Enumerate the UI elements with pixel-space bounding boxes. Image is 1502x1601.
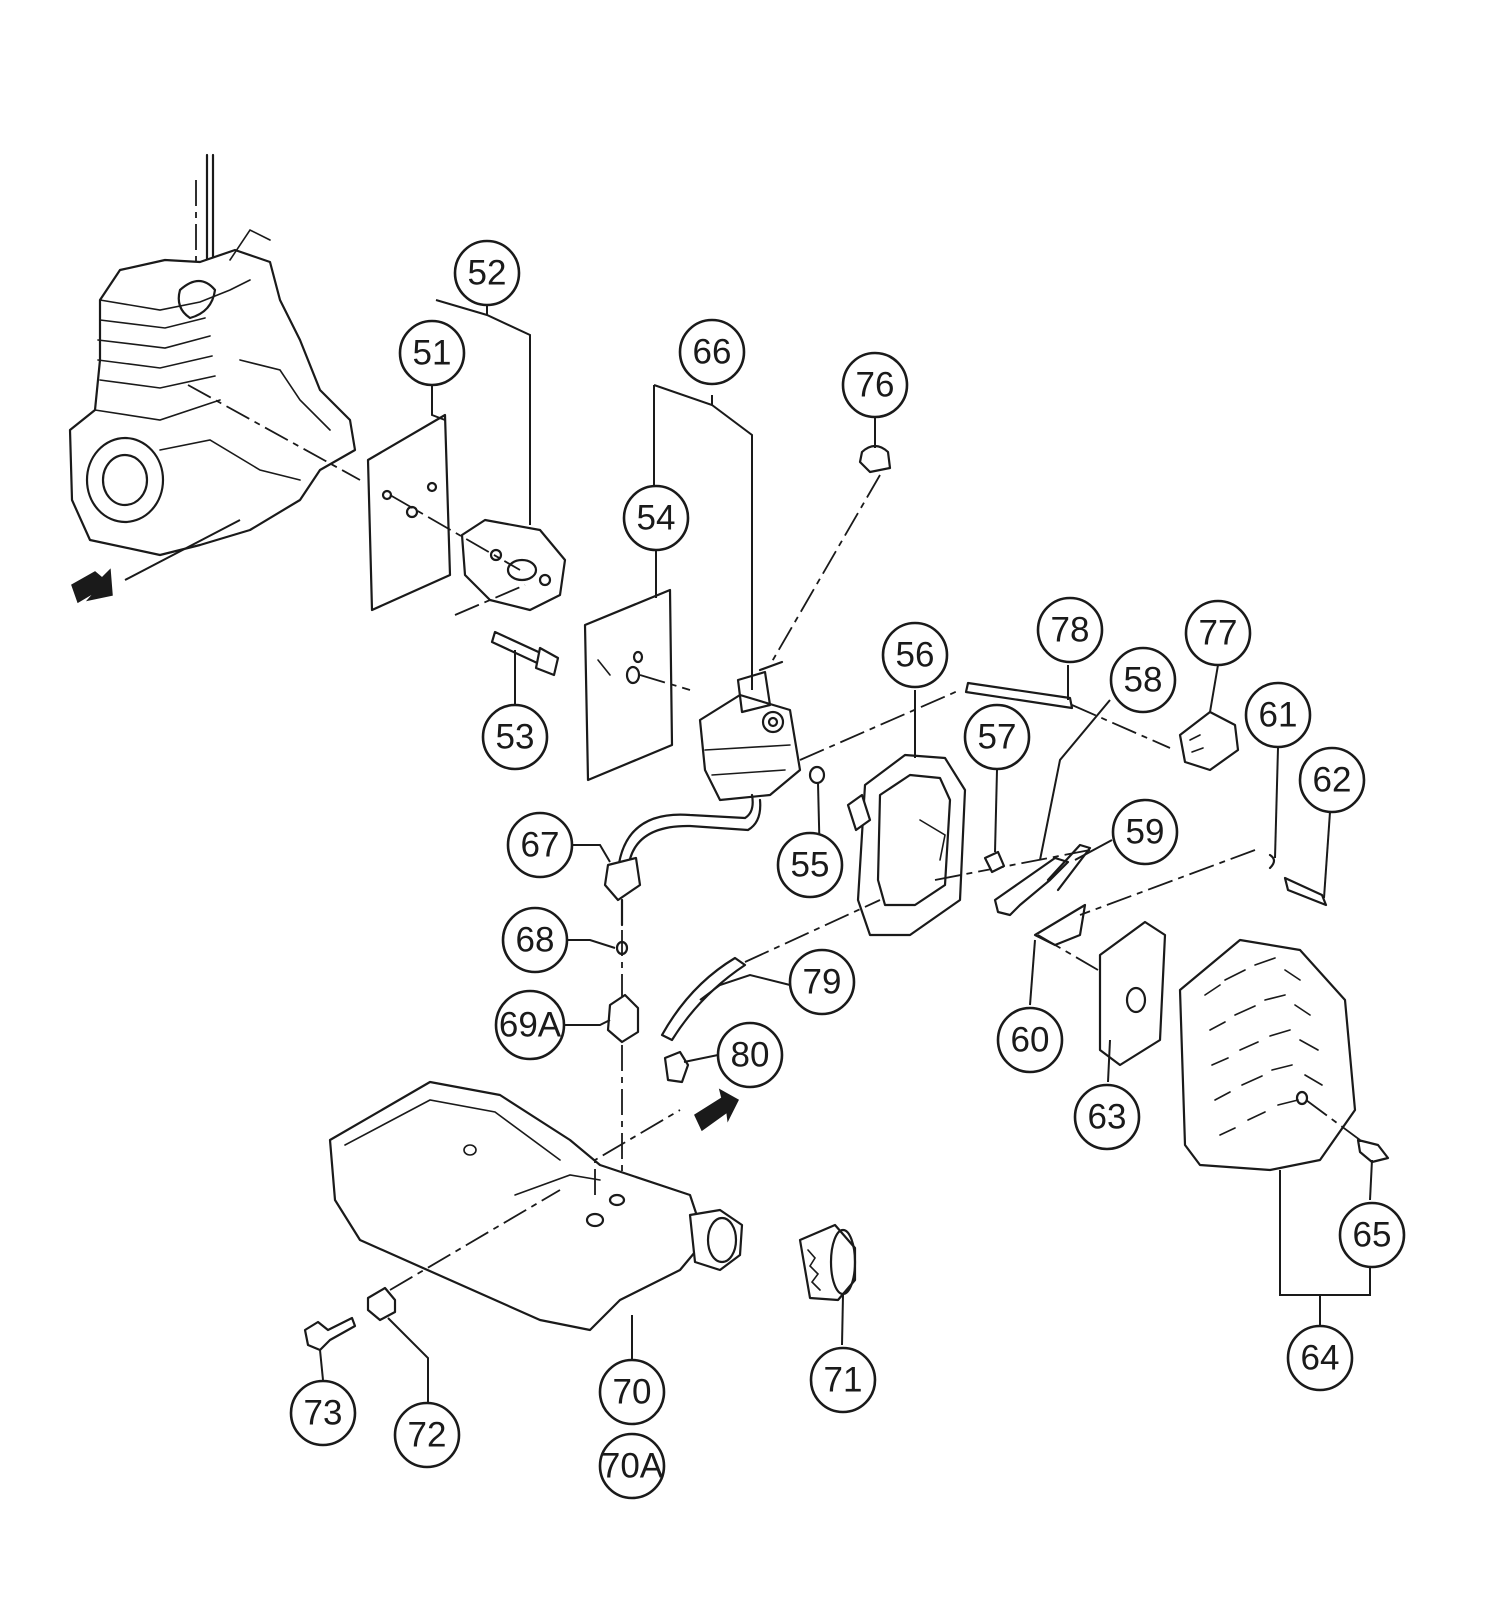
o-ring-55	[808, 765, 826, 785]
callout-label: 71	[824, 1361, 863, 1400]
clip-76	[769, 444, 892, 666]
gasket-plate-54	[583, 588, 691, 782]
callout-70: 70	[598, 1358, 666, 1426]
callout-label: 63	[1088, 1098, 1127, 1137]
callout-56: 56	[881, 621, 949, 689]
callout-label: 55	[791, 846, 830, 885]
callout-66: 66	[678, 318, 746, 386]
callout-70A: 70A	[598, 1432, 666, 1500]
callout-label: 72	[408, 1416, 447, 1455]
fuel-tank-70	[328, 1080, 744, 1332]
leader-lines	[319, 299, 1373, 1405]
fuel-cap-71	[798, 1223, 857, 1302]
callout-57: 57	[963, 703, 1031, 771]
fuel-line-67	[603, 793, 762, 1000]
callout-label: 67	[521, 826, 560, 865]
callout-63: 63	[1073, 1083, 1141, 1151]
callout-label: 79	[803, 963, 842, 1002]
primer-bulb-77	[1178, 710, 1240, 772]
bracket-58	[993, 856, 1070, 917]
callout-71: 71	[809, 1346, 877, 1414]
callout-label: 65	[1353, 1216, 1392, 1255]
insulator-52	[389, 494, 567, 612]
callout-61: 61	[1244, 681, 1312, 749]
fuel-filter-69A	[606, 993, 640, 1195]
callout-64: 64	[1286, 1324, 1354, 1392]
carburetor-66	[698, 660, 961, 802]
callout-label: 68	[516, 921, 555, 960]
screw-62	[1079, 849, 1328, 916]
grommet-80	[663, 1050, 690, 1084]
bolt-53	[454, 584, 560, 677]
callout-label: 66	[693, 333, 732, 372]
callout-label: 52	[468, 254, 507, 293]
air-cleaner-cover-64	[1178, 938, 1361, 1172]
callout-label: 61	[1259, 696, 1298, 735]
callout-58: 58	[1109, 646, 1177, 714]
callout-60: 60	[996, 1006, 1064, 1074]
callout-65: 65	[1338, 1201, 1406, 1269]
callout-79: 79	[788, 948, 856, 1016]
callout-78: 78	[1036, 596, 1104, 664]
fuel-tube-79	[660, 899, 881, 1042]
breather-tube-78	[964, 681, 1171, 749]
fuel-tank-direction-arrow	[694, 1088, 739, 1132]
air-filter-element-63	[1037, 920, 1167, 1067]
callout-label: 51	[413, 334, 452, 373]
callout-77: 77	[1184, 599, 1252, 667]
bolt-73	[303, 1316, 357, 1352]
engine-direction-arrow	[71, 519, 241, 604]
callout-54: 54	[622, 484, 690, 552]
callout-label: 73	[304, 1394, 343, 1433]
clip-60	[1033, 903, 1087, 947]
callout-62: 62	[1298, 746, 1366, 814]
callout-59: 59	[1111, 798, 1179, 866]
callout-label: 59	[1126, 813, 1165, 852]
callout-label: 64	[1301, 1339, 1340, 1378]
fuel-filter-68	[615, 940, 629, 956]
callout-69A: 69A	[494, 989, 566, 1061]
callout-72: 72	[393, 1401, 461, 1469]
callout-label: 58	[1124, 661, 1163, 700]
callout-label: 70	[613, 1373, 652, 1412]
lever-59	[1046, 843, 1092, 892]
engine-assembly	[68, 153, 357, 557]
callout-label: 76	[856, 366, 895, 405]
callout-53: 53	[481, 703, 549, 771]
callout-label: 60	[1011, 1021, 1050, 1060]
callout-52: 52	[453, 239, 521, 307]
callout-label: 77	[1199, 614, 1238, 653]
callout-80: 80	[716, 1021, 784, 1089]
callout-label: 53	[496, 718, 535, 757]
callout-label: 54	[637, 499, 676, 538]
callout-label: 80	[731, 1036, 770, 1075]
callout-label: 62	[1313, 761, 1352, 800]
callout-label: 57	[978, 718, 1017, 757]
screw-65	[1356, 1138, 1390, 1164]
pin-61	[1268, 853, 1276, 870]
callout-73: 73	[289, 1379, 357, 1447]
callout-67: 67	[506, 811, 574, 879]
callout-51: 51	[398, 319, 466, 387]
callout-55: 55	[776, 831, 844, 899]
callout-label: 78	[1051, 611, 1090, 650]
callout-68: 68	[501, 906, 569, 974]
air-cleaner-body-56	[846, 753, 1091, 937]
callout-label: 69A	[499, 1006, 562, 1045]
callout-label: 56	[896, 636, 935, 675]
callout-76: 76	[841, 351, 909, 419]
spacer-72	[366, 1286, 397, 1322]
callout-label: 70A	[601, 1447, 664, 1486]
spacer-57	[983, 850, 1006, 874]
